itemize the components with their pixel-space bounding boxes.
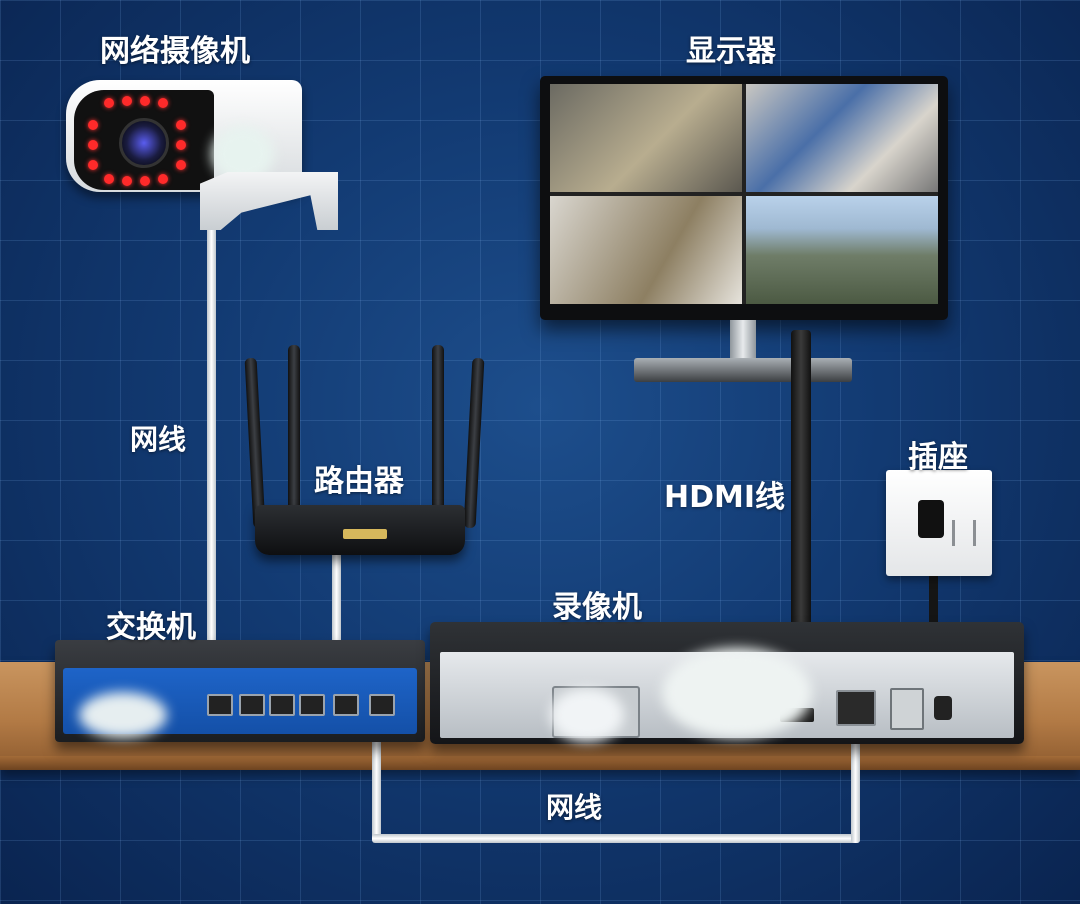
label-cable-bottom: 网线 xyxy=(546,791,603,824)
ir-led xyxy=(122,96,132,106)
label-monitor: 显示器 xyxy=(686,34,776,69)
camera-view-landscape xyxy=(746,196,938,304)
monitor-icon xyxy=(540,76,948,320)
label-switch: 交换机 xyxy=(106,610,196,645)
ir-led xyxy=(140,176,150,186)
switch-nvr-cable-left xyxy=(372,712,381,842)
nvr-lan-port xyxy=(836,690,876,726)
blurred-logo xyxy=(79,692,167,738)
switch-nvr-cable-bottom xyxy=(372,834,860,843)
ir-led xyxy=(158,174,168,184)
monitor-stand-neck xyxy=(730,320,756,362)
ir-led xyxy=(176,120,186,130)
ir-led xyxy=(104,98,114,108)
switch-nvr-cable-right xyxy=(851,712,860,843)
ir-led xyxy=(122,176,132,186)
ir-led xyxy=(158,98,168,108)
router-body xyxy=(255,505,465,555)
power-cable xyxy=(929,536,938,706)
camera-lens-panel xyxy=(74,90,214,190)
ir-led xyxy=(88,140,98,150)
power-plug xyxy=(918,500,944,538)
switch-port xyxy=(239,694,265,716)
router-ports xyxy=(343,529,387,539)
camera-lens xyxy=(119,118,169,168)
switch-port xyxy=(299,694,325,716)
label-nvr: 录像机 xyxy=(552,590,642,625)
label-hdmi: HDMI线 xyxy=(664,480,786,515)
switch-port xyxy=(369,694,395,716)
socket-holes xyxy=(952,520,976,546)
monitor-stand-base xyxy=(634,358,852,382)
power-socket-icon xyxy=(886,470,992,576)
nvr-dc-jack xyxy=(934,696,952,720)
ir-led xyxy=(176,140,186,150)
camera-view-shop xyxy=(746,84,938,192)
camera-cable xyxy=(207,210,216,705)
label-router: 路由器 xyxy=(314,464,404,499)
router-cable xyxy=(332,540,341,705)
blurred-logo xyxy=(550,688,624,742)
router-antenna xyxy=(288,345,300,525)
hdmi-cable xyxy=(791,330,811,710)
ir-led xyxy=(104,174,114,184)
network-switch-icon xyxy=(55,640,425,742)
router-antenna xyxy=(432,345,444,525)
ir-led xyxy=(140,96,150,106)
nvr-usb-ports xyxy=(890,688,924,730)
label-socket: 插座 xyxy=(908,440,968,475)
ir-led xyxy=(88,120,98,130)
camera-view-garage xyxy=(550,84,742,192)
switch-port xyxy=(269,694,295,716)
monitor-screen xyxy=(550,84,938,304)
label-camera: 网络摄像机 xyxy=(100,34,250,69)
video-recorder-icon xyxy=(430,622,1024,744)
ir-led xyxy=(88,160,98,170)
switch-port xyxy=(207,694,233,716)
blurred-logo xyxy=(662,648,812,738)
shelf-edge xyxy=(0,756,1080,770)
camera-view-corridor xyxy=(550,196,742,304)
label-cable-top: 网线 xyxy=(130,423,187,456)
switch-port xyxy=(333,694,359,716)
ir-led xyxy=(176,160,186,170)
